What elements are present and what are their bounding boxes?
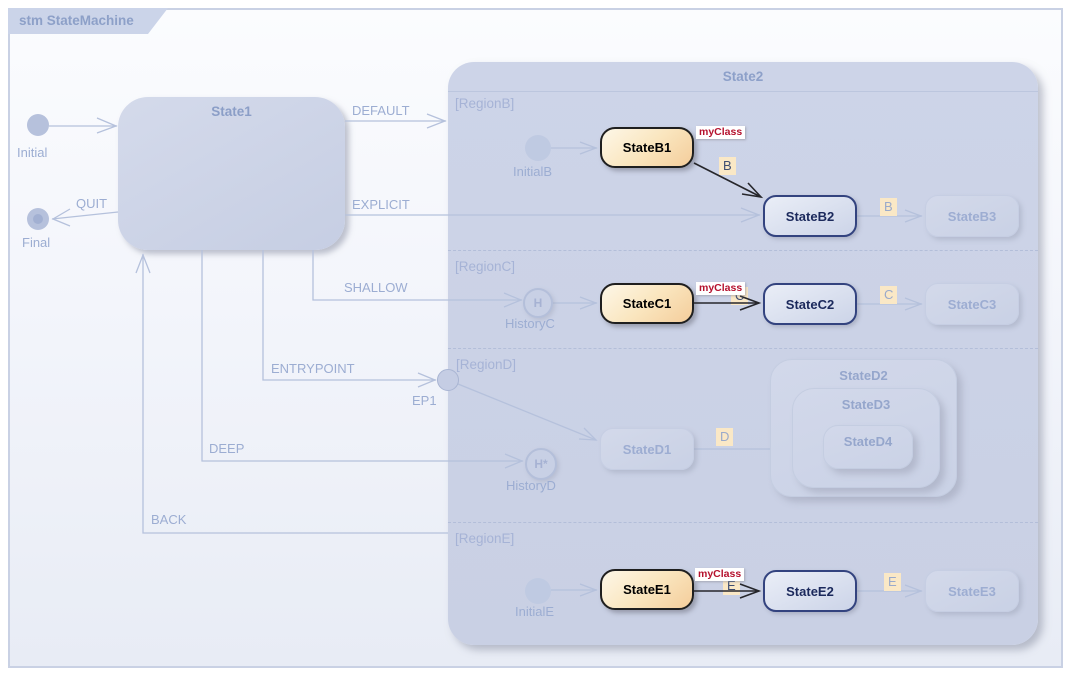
transition-label-back[interactable]: BACK xyxy=(151,512,187,527)
transition-statec2-to-statec3[interactable] xyxy=(857,297,923,311)
transition-entrypoint[interactable] xyxy=(262,250,437,388)
initiale-node[interactable] xyxy=(525,578,551,604)
statec3-title: StateC3 xyxy=(947,296,997,312)
state-state2[interactable]: State2 xyxy=(448,62,1038,645)
stateb3-title: StateB3 xyxy=(947,208,997,224)
transition-ep1-to-stated1[interactable] xyxy=(457,383,598,441)
state-statec2[interactable]: StateC2 xyxy=(763,283,857,325)
initial-label: Initial xyxy=(17,145,48,160)
state-statee2[interactable]: StateE2 xyxy=(763,570,857,612)
stateb2-title: StateB2 xyxy=(785,208,835,224)
transition-quit[interactable] xyxy=(51,208,119,227)
stateb1-title: StateB1 xyxy=(622,140,672,155)
initiale-label: InitialE xyxy=(515,604,555,619)
transition-initiale-to-statee1[interactable] xyxy=(551,583,598,597)
event-c-outer[interactable]: C xyxy=(880,286,898,304)
state-stateb2[interactable]: StateB2 xyxy=(763,195,857,237)
final-node[interactable] xyxy=(27,208,49,230)
transition-label-explicit[interactable]: EXPLICIT xyxy=(352,197,410,212)
statec1-stereotype: myClass xyxy=(696,282,746,295)
state-stated4[interactable]: StateD4 xyxy=(823,425,913,469)
final-label: Final xyxy=(22,235,51,250)
region-c-label: [RegionC] xyxy=(455,259,516,274)
region-separator xyxy=(448,250,1038,251)
historyd-glyph: H* xyxy=(534,457,548,471)
state2-header: State2 xyxy=(448,62,1038,92)
event-e-outer[interactable]: E xyxy=(884,573,901,591)
statee3-title: StateE3 xyxy=(948,583,996,599)
state1-title: State1 xyxy=(211,104,252,119)
historyd-node[interactable]: H* xyxy=(525,448,557,480)
region-e-label: [RegionE] xyxy=(455,531,515,546)
stateb1-stereotype: myClass xyxy=(696,126,746,139)
transition-label-quit[interactable]: QUIT xyxy=(76,196,108,211)
transition-initial-to-state1[interactable] xyxy=(49,117,118,134)
state-statee3[interactable]: StateE3 xyxy=(925,570,1019,612)
event-b-inner[interactable]: B xyxy=(719,157,736,175)
statee1-title: StateE1 xyxy=(623,582,671,597)
transition-stateb2-to-stateb3[interactable] xyxy=(857,209,923,223)
transition-historyc-to-statec1[interactable] xyxy=(553,296,598,310)
region-separator xyxy=(448,522,1038,523)
ep1-label: EP1 xyxy=(412,393,437,408)
statec2-title: StateC2 xyxy=(785,296,835,312)
statee2-title: StateE2 xyxy=(786,583,834,599)
state-stated1[interactable]: StateD1 xyxy=(600,428,694,470)
state-statec3[interactable]: StateC3 xyxy=(925,283,1019,325)
transition-label-entrypoint[interactable]: ENTRYPOINT xyxy=(271,361,355,376)
transition-statee1-to-statee2[interactable] xyxy=(694,583,762,599)
event-d-inner[interactable]: D xyxy=(716,428,734,446)
initialb-node[interactable] xyxy=(525,135,551,161)
stated1-title: StateD1 xyxy=(622,441,672,457)
final-node-inner xyxy=(33,214,43,224)
frame-title: stm StateMachine xyxy=(19,13,134,28)
transition-back[interactable] xyxy=(135,253,448,534)
stated3-title: StateD3 xyxy=(841,397,891,412)
initial-node[interactable] xyxy=(27,114,49,136)
transition-shallow[interactable] xyxy=(312,250,523,308)
statee1-stereotype: myClass xyxy=(695,568,745,581)
state-statee1[interactable]: StateE1 xyxy=(600,569,694,610)
transition-label-shallow[interactable]: SHALLOW xyxy=(344,280,408,295)
frame-title-tab: stm StateMachine xyxy=(8,8,168,34)
transition-default[interactable] xyxy=(345,113,447,129)
transition-statee2-to-statee3[interactable] xyxy=(857,584,923,598)
transition-explicit[interactable] xyxy=(345,207,761,223)
initialb-label: InitialB xyxy=(513,164,553,179)
historyc-node[interactable]: H xyxy=(523,288,553,318)
historyd-label: HistoryD xyxy=(506,478,556,493)
stated2-title: StateD2 xyxy=(839,368,888,383)
state2-title: State2 xyxy=(722,69,764,84)
transition-initialb-to-stateb1[interactable] xyxy=(551,141,598,155)
transition-label-deep[interactable]: DEEP xyxy=(209,441,245,456)
transition-stateb1-to-stateb2[interactable] xyxy=(693,162,764,199)
transition-label-default[interactable]: DEFAULT xyxy=(352,103,410,118)
transition-deep[interactable] xyxy=(201,250,524,469)
transition-statec1-to-statec2[interactable] xyxy=(694,295,762,311)
statec1-title: StateC1 xyxy=(622,296,672,311)
region-b-label: [RegionB] xyxy=(455,96,515,111)
state-stateb3[interactable]: StateB3 xyxy=(925,195,1019,237)
state-state1[interactable]: State1 xyxy=(118,97,345,250)
region-d-label: [RegionD] xyxy=(456,357,517,372)
stated4-title: StateD4 xyxy=(843,434,893,449)
historyc-label: HistoryC xyxy=(505,316,555,331)
historyc-glyph: H xyxy=(533,296,543,310)
region-separator xyxy=(448,348,1038,349)
event-b-outer[interactable]: B xyxy=(880,198,897,216)
state-stateb1[interactable]: StateB1 xyxy=(600,127,694,168)
ep1-entry-point-node[interactable] xyxy=(437,369,459,391)
state-statec1[interactable]: StateC1 xyxy=(600,283,694,324)
